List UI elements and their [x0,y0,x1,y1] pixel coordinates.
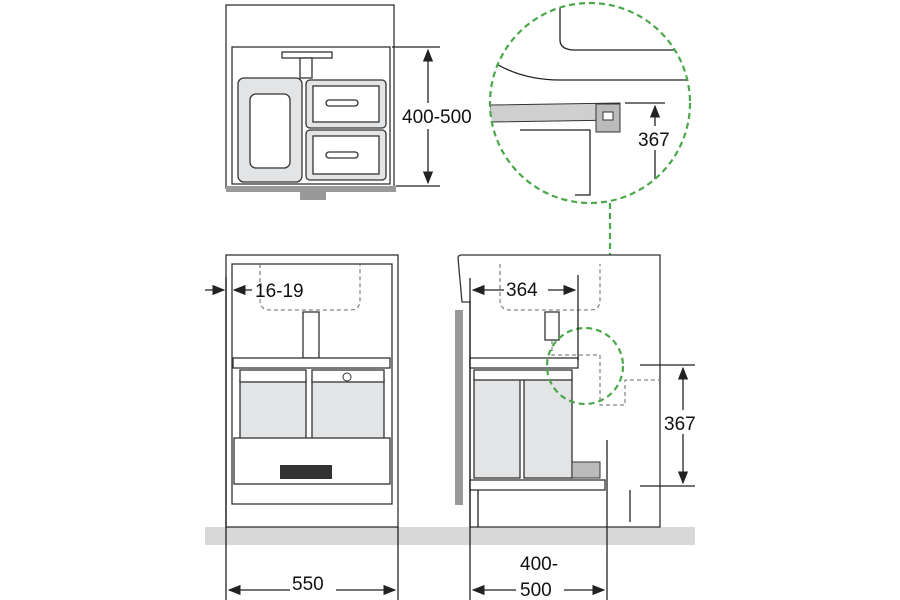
panel-thickness-label: 16-19 [255,281,304,302]
top-view: 400-500 [225,4,480,200]
side-height-label: 367 [664,414,696,435]
cabinet-width-label: 550 [292,574,324,595]
depth-label-line2: 500 [520,580,552,600]
sink-depth-label: 364 [506,280,538,301]
side-view: 364 367 400- 500 [455,254,706,600]
floor [205,527,695,545]
detail-height-label: 367 [638,130,670,151]
depth-label-line1: 400- [520,554,558,575]
front-view: 16-19 550 [205,254,399,600]
detail-magnifier: 367 [488,1,692,335]
top-height-label: 400-500 [402,107,472,128]
